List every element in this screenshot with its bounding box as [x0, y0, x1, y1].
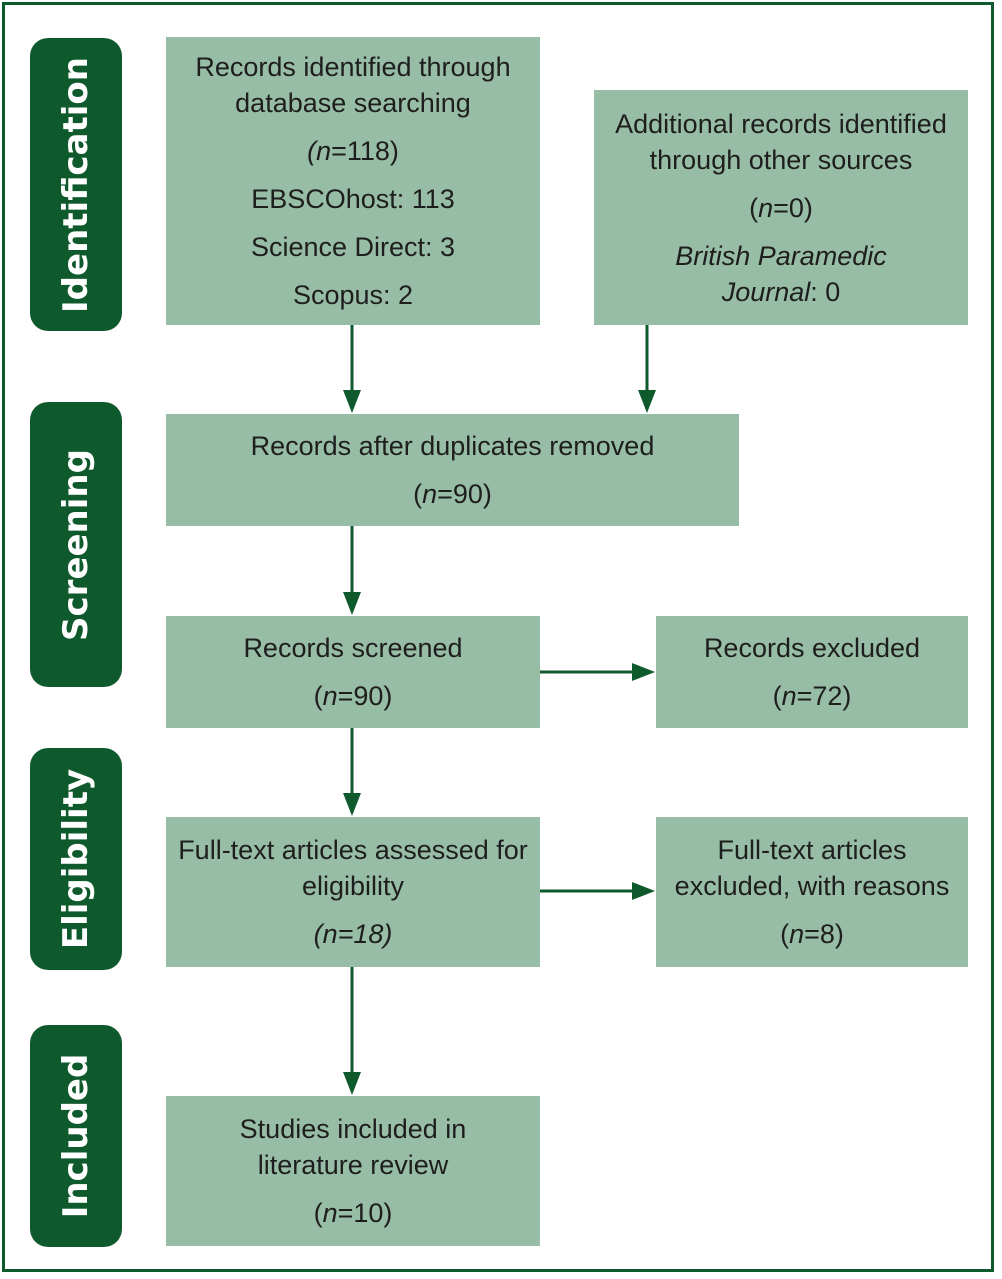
arrow-head-fulltext-excluded — [632, 882, 655, 900]
stage-included: Included — [30, 1025, 122, 1247]
database-count: (n=118) — [307, 136, 399, 166]
full-text-excluded-line1: Full-text articles — [717, 835, 907, 865]
database-search-box: Records identified through database sear… — [166, 37, 540, 325]
full-text-line1: Full-text articles assessed for — [178, 835, 528, 865]
other-sources-journal-line2: Journal: 0 — [721, 276, 841, 307]
records-excluded-box: Records excluded (n=72) — [656, 616, 968, 728]
records-excluded-count: (n=72) — [772, 681, 852, 711]
studies-included-line1: Studies included in — [239, 1114, 467, 1144]
records-excluded-line1: Records excluded — [703, 633, 921, 663]
database-source-scopus: Scopus: 2 — [292, 280, 414, 310]
other-sources-journal-line1: British Paramedic — [675, 240, 887, 271]
database-source-science-direct: Science Direct: 3 — [250, 232, 456, 262]
arrow-head-included — [343, 1072, 361, 1095]
records-screened-count: (n=90) — [313, 681, 393, 711]
duplicates-removed-count: (n=90) — [413, 479, 492, 509]
duplicates-removed-box: Records after duplicates removed (n=90) — [166, 414, 739, 526]
arrow-head-other — [638, 390, 656, 413]
other-sources-line2: through other sources — [649, 144, 913, 175]
studies-included-line2: literature review — [257, 1150, 449, 1180]
records-screened-line1: Records screened — [243, 633, 463, 663]
stage-identification: Identification — [30, 38, 122, 331]
stage-eligibility: Eligibility — [30, 748, 122, 970]
full-text-excluded-line2: excluded, with reasons — [674, 871, 950, 901]
other-sources-count: (n=0) — [749, 192, 813, 223]
full-text-line2: eligibility — [301, 871, 405, 901]
studies-included-count: (n=10) — [313, 1198, 393, 1228]
duplicates-removed-line1: Records after duplicates removed — [250, 431, 655, 461]
records-screened-box: Records screened (n=90) — [166, 616, 540, 728]
arrow-head-screened — [343, 592, 361, 615]
other-sources-line1: Additional records identified — [615, 108, 947, 139]
studies-included-box: Studies included in literature review (n… — [166, 1096, 540, 1246]
full-text-excluded-box: Full-text articles excluded, with reason… — [656, 817, 968, 967]
stage-screening: Screening — [30, 402, 122, 687]
arrow-head-excluded — [632, 663, 655, 681]
full-text-assessed-box: Full-text articles assessed for eligibil… — [166, 817, 540, 967]
database-source-ebscohost: EBSCOhost: 113 — [251, 184, 455, 214]
other-sources-box: Additional records identified through ot… — [594, 90, 968, 325]
arrow-head-fulltext — [343, 793, 361, 816]
arrow-head-database — [343, 390, 361, 413]
full-text-excluded-count: (n=8) — [780, 919, 844, 949]
database-line2: database searching — [235, 88, 471, 118]
database-line1: Records identified through — [195, 52, 511, 82]
full-text-count: (n=18) — [313, 919, 393, 949]
